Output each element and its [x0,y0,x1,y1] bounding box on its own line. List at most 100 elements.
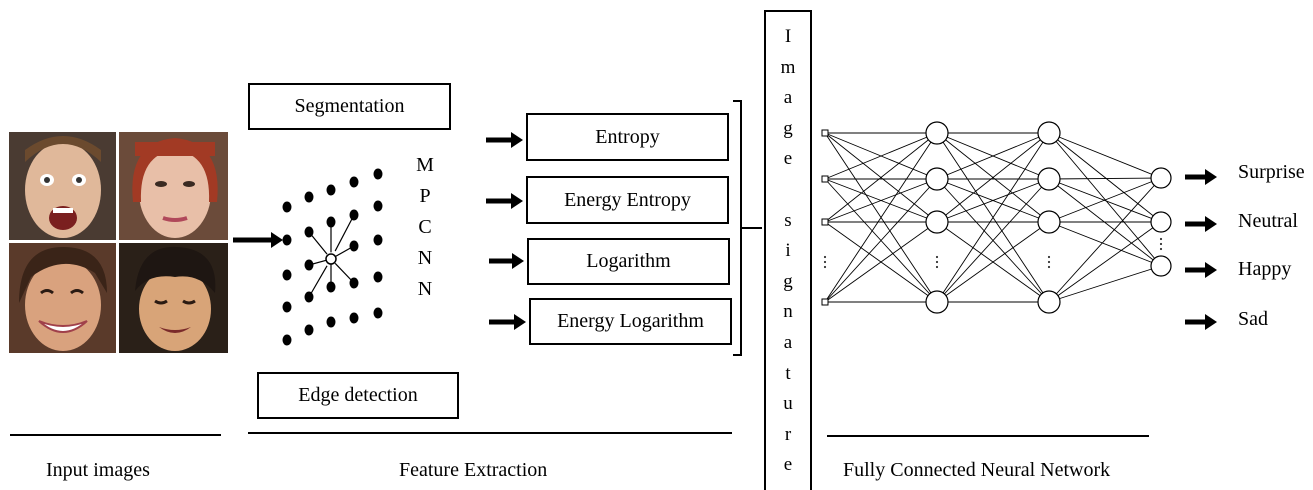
ellipsis-dot [1159,237,1163,241]
output-label-sad: Sad [1238,308,1268,330]
face-image-surprised [9,132,116,240]
nn-connection [936,132,1050,303]
nn-input-neuron [821,218,829,226]
mpcnn-neuron-dot [282,201,292,213]
nn-connection [936,132,1050,223]
output-arrow-neutral-head [1205,216,1217,232]
mpcnn-neuron-dot [349,312,359,324]
output-arrow-surprise-head [1205,169,1217,185]
nn-connection [824,221,938,303]
mpcnn-neuron-dot [282,301,292,313]
nn-connection [824,132,938,180]
signature-letter: a [783,87,793,109]
feature-section-rule [248,432,732,434]
nn-connection [1048,178,1162,223]
ellipsis-dot [1047,255,1051,259]
signature-letter: m [780,56,796,78]
edge-detection-box: Edge detection [257,372,459,419]
nn-output-neuron [1150,255,1172,277]
nn-hidden-neuron [925,121,949,145]
face-happy-woman [9,243,116,353]
output-arrow-happy-head [1205,262,1217,278]
nn-hidden-neuron [925,167,949,191]
signature-letter: e [783,454,793,476]
face-surprised-man [9,132,116,240]
signature-letter: a [783,331,793,353]
ellipsis-dot [1047,260,1051,264]
mpcnn-neuron-dot [304,324,314,336]
signature-letter: g [783,270,793,292]
nn-hidden-neuron [925,210,949,234]
mpcnn-neuron-dot [373,200,383,212]
nn-connection [1048,177,1162,180]
nn-connection [1048,178,1162,267]
image-signature-box [764,10,812,490]
signature-letter: u [783,393,793,415]
nn-connection [936,132,1050,180]
nn-connection [824,178,938,223]
mpcnn-neuron-dot [282,234,292,246]
nn-connection [1048,177,1162,303]
nn-connection [936,221,1050,303]
ellipsis-dot [935,260,939,264]
input-images-caption: Input images [46,459,150,481]
mpcnn-letter: P [419,185,431,207]
signature-letter: t [785,362,791,384]
neural-network-caption: Fully Connected Neural Network [843,459,1111,481]
nn-connection [936,178,1050,303]
face-sad-boy [119,243,228,353]
output-arrow-sad-head [1205,314,1217,330]
face-image-sad [119,243,228,353]
nn-input-neuron [821,129,829,137]
output-label-neutral: Neutral [1238,210,1298,232]
mpcnn-neuron-dot [282,334,292,346]
mpcnn-neuron-dot [304,191,314,203]
input-section-rule [10,434,221,436]
nn-connection [1048,132,1162,179]
output-label-happy: Happy [1238,258,1292,280]
ellipsis-dot [823,260,827,264]
feature-arrow-logarithm-head [512,253,524,269]
ellipsis-dot [1159,242,1163,246]
ellipsis-dot [1047,265,1051,269]
ellipsis-dot [823,255,827,259]
feature-extraction-caption: Feature Extraction [399,459,548,481]
mpcnn-neuron-dot [373,168,383,180]
feature-box-energy-logarithm: Energy Logarithm [529,298,732,345]
mpcnn-letter: C [418,216,432,238]
nn-output-neuron [1150,211,1172,233]
mpcnn-link [308,231,328,255]
segmentation-box: Segmentation [248,83,451,130]
feature-arrow-energy-entropy-head [511,193,523,209]
output-label-surprise: Surprise [1238,161,1305,183]
nn-hidden-neuron [1037,290,1061,314]
feature-box-energy-entropy: Energy Entropy [526,176,729,224]
signature-letter: e [783,148,793,170]
nn-connection [1048,221,1162,303]
image-signature-label: I m a g e s i g n a t u r e [766,22,810,481]
feature-arrow-energy-logarithm-head [514,314,526,330]
nn-connection [1048,221,1162,267]
feature-box-entropy: Entropy [526,113,729,161]
ellipsis-dot [935,265,939,269]
signature-letter: I [784,26,792,47]
feature-box-logarithm: Logarithm [527,238,730,285]
mpcnn-neuron-dot [326,184,336,196]
nn-input-neuron [821,298,829,306]
signature-letter: i [785,240,791,262]
signature-letter: g [783,117,793,139]
mpcnn-letter: N [417,247,433,269]
nn-hidden-neuron [1037,121,1061,145]
mpcnn-neuron-dot [326,316,336,328]
mpcnn-neuron-dot [349,176,359,188]
mpcnn-center-neuron [325,253,337,265]
nn-connection [824,132,938,303]
nn-connection [824,132,938,223]
face-image-neutral [119,132,228,240]
mpcnn-link [308,259,328,266]
mpcnn-neuron-dot [373,234,383,246]
mpcnn-neuron-dot [373,307,383,319]
nn-hidden-neuron [925,290,949,314]
mpcnn-link [334,214,355,252]
